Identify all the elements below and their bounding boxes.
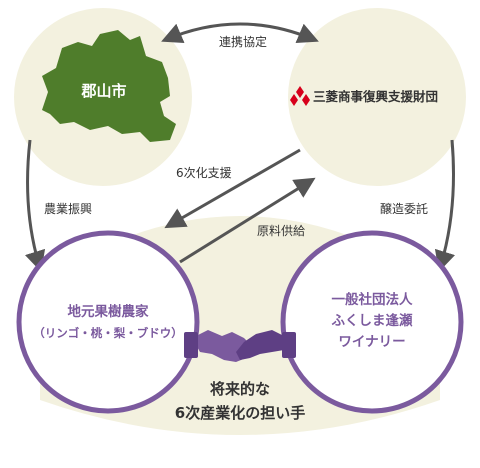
mitsubishi-label: 三菱商事復興支援財団 [313,89,438,104]
farmers-circle [16,230,200,414]
sixth-industry-support-label: 6次化支援 [176,166,232,180]
brewing-consignment-label: 醸造委託 [380,201,428,216]
farmers-label-line1: 地元果樹農家 [68,303,149,320]
handshake-icon [184,330,296,362]
mitsubishi-logo-icon [290,86,310,106]
agriculture-promotion-label: 農業振興 [44,202,92,216]
sixth-industry-support-arrow [164,148,301,229]
raw-material-supply-label: 原料供給 [257,224,305,238]
raw-material-supply-arrow [179,177,316,264]
winery-label-line3: ワイナリー [338,334,405,350]
winery-label-line2: ふくしま逢瀬 [332,312,413,329]
partnership-arrow [161,22,319,44]
brewing-consignment-arrow [434,139,456,273]
winery-circle [280,230,464,414]
caption-line2: 6次産業化の担い手 [175,404,305,422]
mitsubishi-circle [286,6,468,188]
caption-line1: 将来的な [210,380,270,398]
partnership-label: 連携協定 [219,34,267,49]
agriculture-promotion-arrow [24,139,46,273]
koriyama-label: 郡山市 [80,82,126,100]
koriyama-map-icon [42,30,176,142]
winery-label-line1: 一般社団法人 [332,291,413,308]
farmers-label-line2: （リンゴ・桃・梨・ブドウ） [33,326,183,340]
